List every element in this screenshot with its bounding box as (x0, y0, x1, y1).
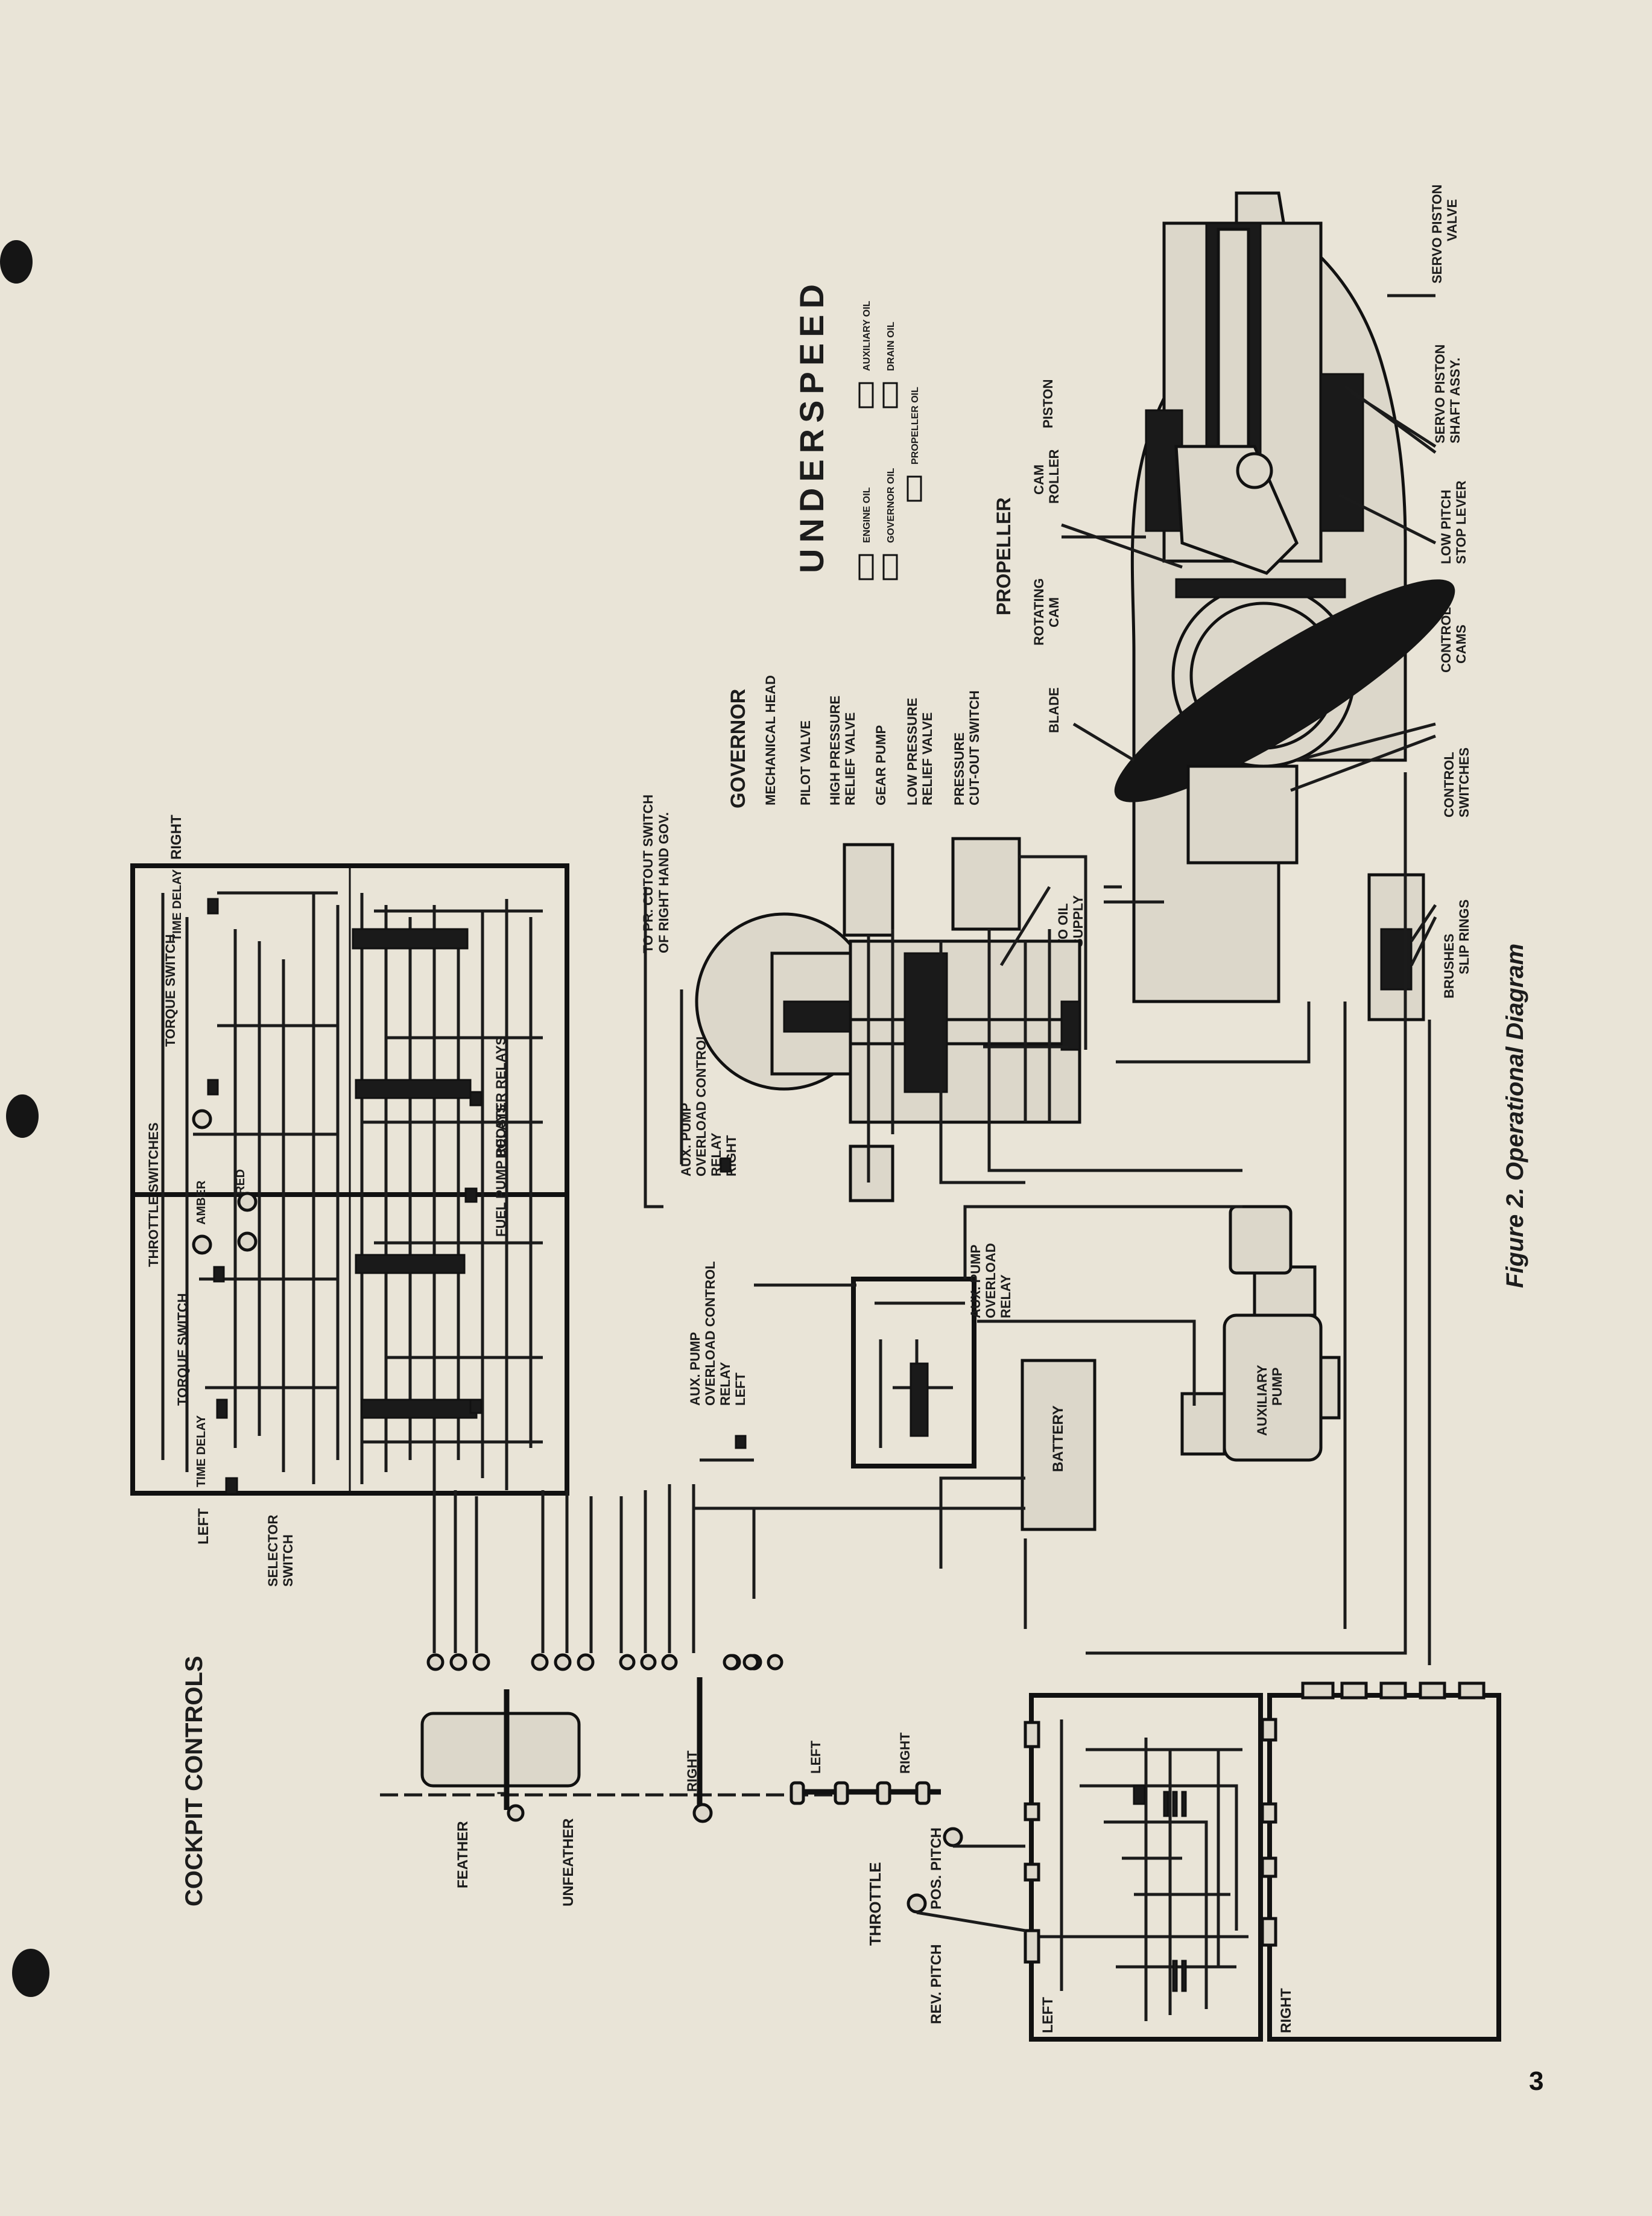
svg-text:ENGINE OIL: ENGINE OIL (862, 487, 872, 543)
prop-label-slip-rings: SLIP RINGS (1457, 900, 1472, 974)
propeller-heading: PROPELLER (993, 497, 1014, 615)
gov-label-hp-relief: HIGH PRESSURE (828, 696, 843, 805)
feather-label: FEATHER (455, 1821, 471, 1888)
prop-label-servo-valve-2: VALVE (1445, 199, 1460, 241)
prop-label-blade: BLADE (1046, 687, 1062, 733)
gov-label-hp-relief-2: RELIEF VALVE (843, 713, 858, 805)
throttle-label: THROTTLE (866, 1862, 884, 1946)
gov-label-lp-relief-2: RELIEF VALVE (920, 713, 935, 805)
diagram-title: UNDERSPEED (793, 278, 831, 573)
prop-label-low-pitch: LOW PITCH (1438, 490, 1454, 564)
legend-engine-oil: ENGINE OIL (858, 487, 874, 580)
pr-cutout-label-2: OF RIGHT HAND GOV. (656, 812, 671, 953)
gov-label-lp-relief: LOW PRESSURE (905, 698, 920, 805)
governor-section: GOVERNOR MECHANICAL HEAD PILOT VALVE HIG… (695, 675, 1242, 1202)
prop-label-servo-valve: SERVO PISTON (1429, 185, 1445, 284)
binder-hole-top (0, 240, 33, 284)
prop-label-piston: PISTON (1040, 379, 1055, 428)
battery-label: BATTERY (1050, 1405, 1066, 1472)
relay-left-label: LEFT (195, 1508, 212, 1545)
propeller-blade (1114, 579, 1455, 802)
prop-label-brushes: BRUSHES (1442, 933, 1457, 998)
svg-text:DRAIN OIL: DRAIN OIL (886, 322, 896, 371)
binder-hole-bottom (12, 1949, 49, 1997)
gov-label-cutout-2: CUT-OUT SWITCH (967, 690, 982, 805)
prop-label-cam-roller-2: ROLLER (1046, 449, 1062, 504)
cockpit-controls-heading: COCKPIT CONTROLS (181, 1656, 207, 1906)
auxiliary-pump-label: AUXILIARY (1255, 1365, 1270, 1436)
governor-heading: GOVERNOR (727, 689, 750, 808)
page-number: 3 (1529, 2066, 1544, 2096)
gov-label-cutout: PRESSURE (952, 732, 967, 805)
gov-label-pilot-valve: PILOT VALVE (798, 720, 813, 805)
aux-pump-overload-left-label-2: OVERLOAD CONTROL (703, 1261, 718, 1406)
prop-label-cam-roller: CAM (1031, 465, 1046, 495)
legend-auxiliary-oil: AUXILIARY OIL (858, 300, 874, 408)
aux-pump-overload-left-label-3: RELAY (718, 1362, 733, 1406)
binder-hole-middle (6, 1094, 39, 1138)
aux-pump-overload-relay-label: AUX. PUMP (968, 1245, 983, 1318)
rev-pitch-label: REV. PITCH (928, 1945, 945, 2024)
aux-pump-overload-relay-label-3: RELAY (998, 1274, 1013, 1318)
amber-label: AMBER (195, 1180, 208, 1225)
legend-section: UNDERSPEED ENGINE OIL GOVERNOR OIL PROPE… (793, 278, 922, 580)
auxiliary-pump-label-2: PUMP (1270, 1367, 1285, 1406)
right-box-label: RIGHT (1278, 1988, 1294, 2033)
gov-label-gear-pump: GEAR PUMP (873, 725, 888, 805)
gov-label-oil-supply-2: SUPPLY (1071, 895, 1086, 947)
cockpit-controls-section: COCKPIT CONTROLS FEATHER UNFEATHER LEFT … (181, 1653, 1501, 2042)
prop-label-rotating-cam-2: CAM (1046, 597, 1062, 627)
aux-pump-overload-right-label-2: OVERLOAD CONTROL (694, 1032, 709, 1176)
legend-governor-oil: GOVERNOR OIL (882, 468, 898, 580)
prop-label-servo-shaft-2: SHAFT ASSY. (1448, 358, 1463, 443)
unfeather-label: UNFEATHER (560, 1818, 577, 1906)
torque-switch-right-label: TORQUE SWITCH (163, 934, 178, 1047)
relay-panel: LEFT RIGHT SELECTOR SWITCH TIME DELAY TO… (130, 814, 759, 1671)
aux-pump-overload-relay-label-2: OVERLOAD (983, 1243, 998, 1318)
legend-propeller-oil: PROPELLER OIL (907, 387, 922, 502)
prop-label-rotating-cam: ROTATING (1031, 578, 1046, 646)
svg-text:PROPELLER OIL: PROPELLER OIL (910, 387, 920, 465)
pos-pitch-label: POS. PITCH (928, 1827, 945, 1910)
aux-pump-battery-section: TO PR. CUTOUT SWITCH OF RIGHT HAND GOV. … (641, 795, 1387, 1655)
svg-text:GOVERNOR OIL: GOVERNOR OIL (886, 468, 896, 543)
selector-switch-label: SELECTOR (265, 1514, 280, 1587)
throttle-switches-label: THROTTLE SWITCHES (146, 1122, 161, 1267)
relay-right-label: RIGHT (168, 814, 185, 860)
time-delay-right-label: TIME DELAY (171, 869, 184, 941)
throttle-left-label: LEFT (808, 1740, 823, 1774)
prop-label-low-pitch-2: STOP LEVER (1454, 480, 1469, 564)
figure-caption: Figure 2. Operational Diagram (1502, 944, 1528, 1288)
time-delay-left-label: TIME DELAY (195, 1415, 208, 1487)
prop-label-control-cams-2: CAMS (1454, 624, 1469, 664)
legend-drain-oil: DRAIN OIL (882, 322, 898, 408)
selector-switch-label-2: SWITCH (280, 1534, 296, 1587)
svg-text:AUXILIARY OIL: AUXILIARY OIL (862, 300, 872, 371)
propeller-section: PROPELLER ROTATING CAM CAM ROLLER PISTON… (993, 185, 1472, 1665)
left-box-label: LEFT (1040, 1997, 1056, 2033)
prop-label-control-switches-2: SWITCHES (1457, 748, 1472, 818)
pr-cutout-label-1: TO PR. CUTOUT SWITCH (641, 795, 656, 953)
gov-label-mechanical-head: MECHANICAL HEAD (763, 675, 778, 805)
prop-label-servo-shaft: SERVO PISTON (1432, 344, 1448, 443)
red-label: RED (234, 1169, 247, 1195)
throttle-right-label: RIGHT (897, 1732, 913, 1774)
aux-pump-overload-left-label-4: LEFT (733, 1372, 748, 1406)
prop-label-control-switches: CONTROL (1442, 752, 1457, 818)
throttle-box-right (1267, 1693, 1501, 2042)
aux-pump-overload-left-label: AUX. PUMP (688, 1332, 703, 1406)
battery (1021, 1359, 1097, 1531)
